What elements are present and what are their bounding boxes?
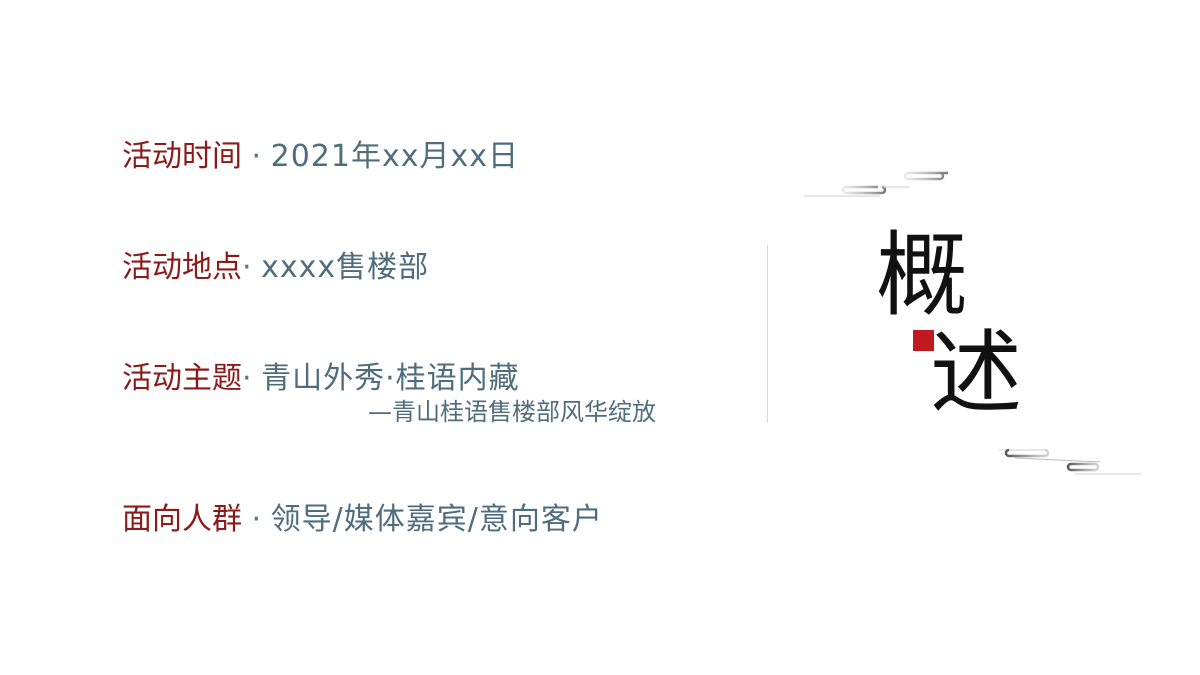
row-label: 面向人群 <box>122 502 242 537</box>
row-separator: · <box>242 139 271 174</box>
row-value: 青山外秀·桂语内藏 <box>261 361 520 396</box>
row-value: 领导/媒体嘉宾/意向客户 <box>270 502 603 537</box>
info-row-location: 活动地点· xxxx售楼部 <box>122 248 429 288</box>
theme-subtitle: —青山桂语售楼部风华绽放 <box>368 398 656 426</box>
info-row-audience: 面向人群 · 领导/媒体嘉宾/意向客户 <box>122 500 603 540</box>
cloud-pattern-top-icon <box>804 171 948 197</box>
vertical-divider <box>767 245 768 423</box>
info-row-time: 活动时间 · 2021年xx月xx日 <box>122 137 519 177</box>
row-label: 活动时间 <box>122 139 242 174</box>
cloud-pattern-bottom-icon <box>999 448 1141 475</box>
row-value: 2021年xx月xx日 <box>270 139 519 174</box>
title-char-2: 述 <box>930 320 1023 427</box>
row-separator: · <box>242 361 262 396</box>
red-square-icon <box>913 330 934 351</box>
info-row-theme: 活动主题· 青山外秀·桂语内藏 <box>122 359 520 399</box>
row-label: 活动主题 <box>122 361 242 396</box>
row-value: xxxx售楼部 <box>261 250 430 285</box>
row-label: 活动地点 <box>122 250 242 285</box>
title-char-1: 概 <box>876 222 969 329</box>
row-separator: · <box>242 250 262 285</box>
row-separator: · <box>242 502 271 537</box>
